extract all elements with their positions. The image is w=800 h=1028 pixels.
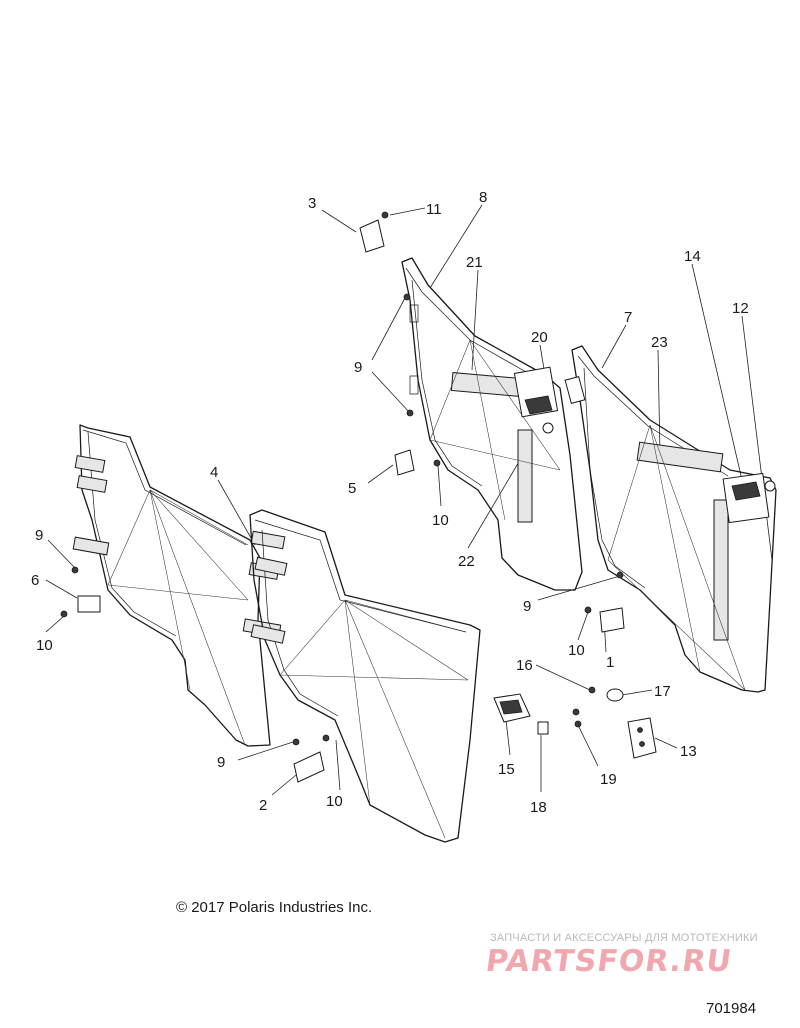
- callout-8: 8: [479, 189, 487, 206]
- bumper-17: [606, 688, 624, 702]
- fastener-16: [588, 686, 596, 694]
- latch-15: [493, 693, 531, 723]
- callout-13: 13: [680, 743, 697, 760]
- rear-door-upper-assembly: [401, 257, 583, 591]
- callout-21: 21: [466, 254, 483, 271]
- hinge-bracket-3: [359, 211, 389, 253]
- callout-6: 6: [31, 572, 39, 589]
- callout-2: 2: [259, 797, 267, 814]
- callout-10-left: 10: [36, 637, 53, 654]
- callout-9-upper: 9: [354, 359, 362, 376]
- front-door-left-assembly: [249, 509, 481, 843]
- callout-5: 5: [348, 480, 356, 497]
- callout-14: 14: [684, 248, 701, 265]
- figure-number: 701984: [706, 1000, 757, 1017]
- left-door-assembly: [72, 424, 286, 747]
- callout-3: 3: [308, 195, 316, 212]
- callout-10-upper: 10: [432, 512, 449, 529]
- callout-12: 12: [732, 300, 749, 317]
- callout-16: 16: [516, 657, 533, 674]
- callout-9-left: 9: [35, 527, 43, 544]
- callout-9-right: 9: [523, 598, 531, 615]
- fastener-19: [572, 708, 582, 728]
- hinge-bracket-6: [60, 566, 101, 618]
- callout-1: 1: [606, 654, 614, 671]
- watermark-tagline: ЗАПЧАСТИ И АКСЕССУАРЫ ДЛЯ МОТОТЕХНИКИ: [490, 932, 758, 944]
- callout-19: 19: [600, 771, 617, 788]
- striker-plate-13: [627, 717, 657, 759]
- rod-18: [537, 721, 549, 735]
- callout-18: 18: [530, 799, 547, 816]
- callout-4: 4: [210, 464, 218, 481]
- callout-9-lower: 9: [217, 754, 225, 771]
- leader-lines: [45, 204, 773, 796]
- callout-17: 17: [654, 683, 671, 700]
- callout-15: 15: [498, 761, 515, 778]
- copyright-notice: © 2017 Polaris Industries Inc.: [176, 899, 373, 916]
- hinge-bracket-5: [394, 293, 441, 476]
- hinge-bracket-1: [584, 571, 625, 633]
- hinge-bracket-2: [292, 734, 330, 783]
- callout-labels: 3 11 8 21 14 12 7 23 20 9 4 5 10 9 6 10 …: [31, 189, 749, 816]
- callout-20: 20: [531, 329, 548, 346]
- callout-10-right: 10: [568, 642, 585, 659]
- watermark-logo: PARTSFOR.RU: [483, 944, 735, 979]
- callout-11: 11: [426, 201, 442, 218]
- rear-door-right-assembly: [564, 345, 777, 693]
- callout-22: 22: [458, 553, 475, 570]
- callout-23: 23: [651, 334, 668, 351]
- callout-7: 7: [624, 309, 632, 326]
- callout-10-lower: 10: [326, 793, 343, 810]
